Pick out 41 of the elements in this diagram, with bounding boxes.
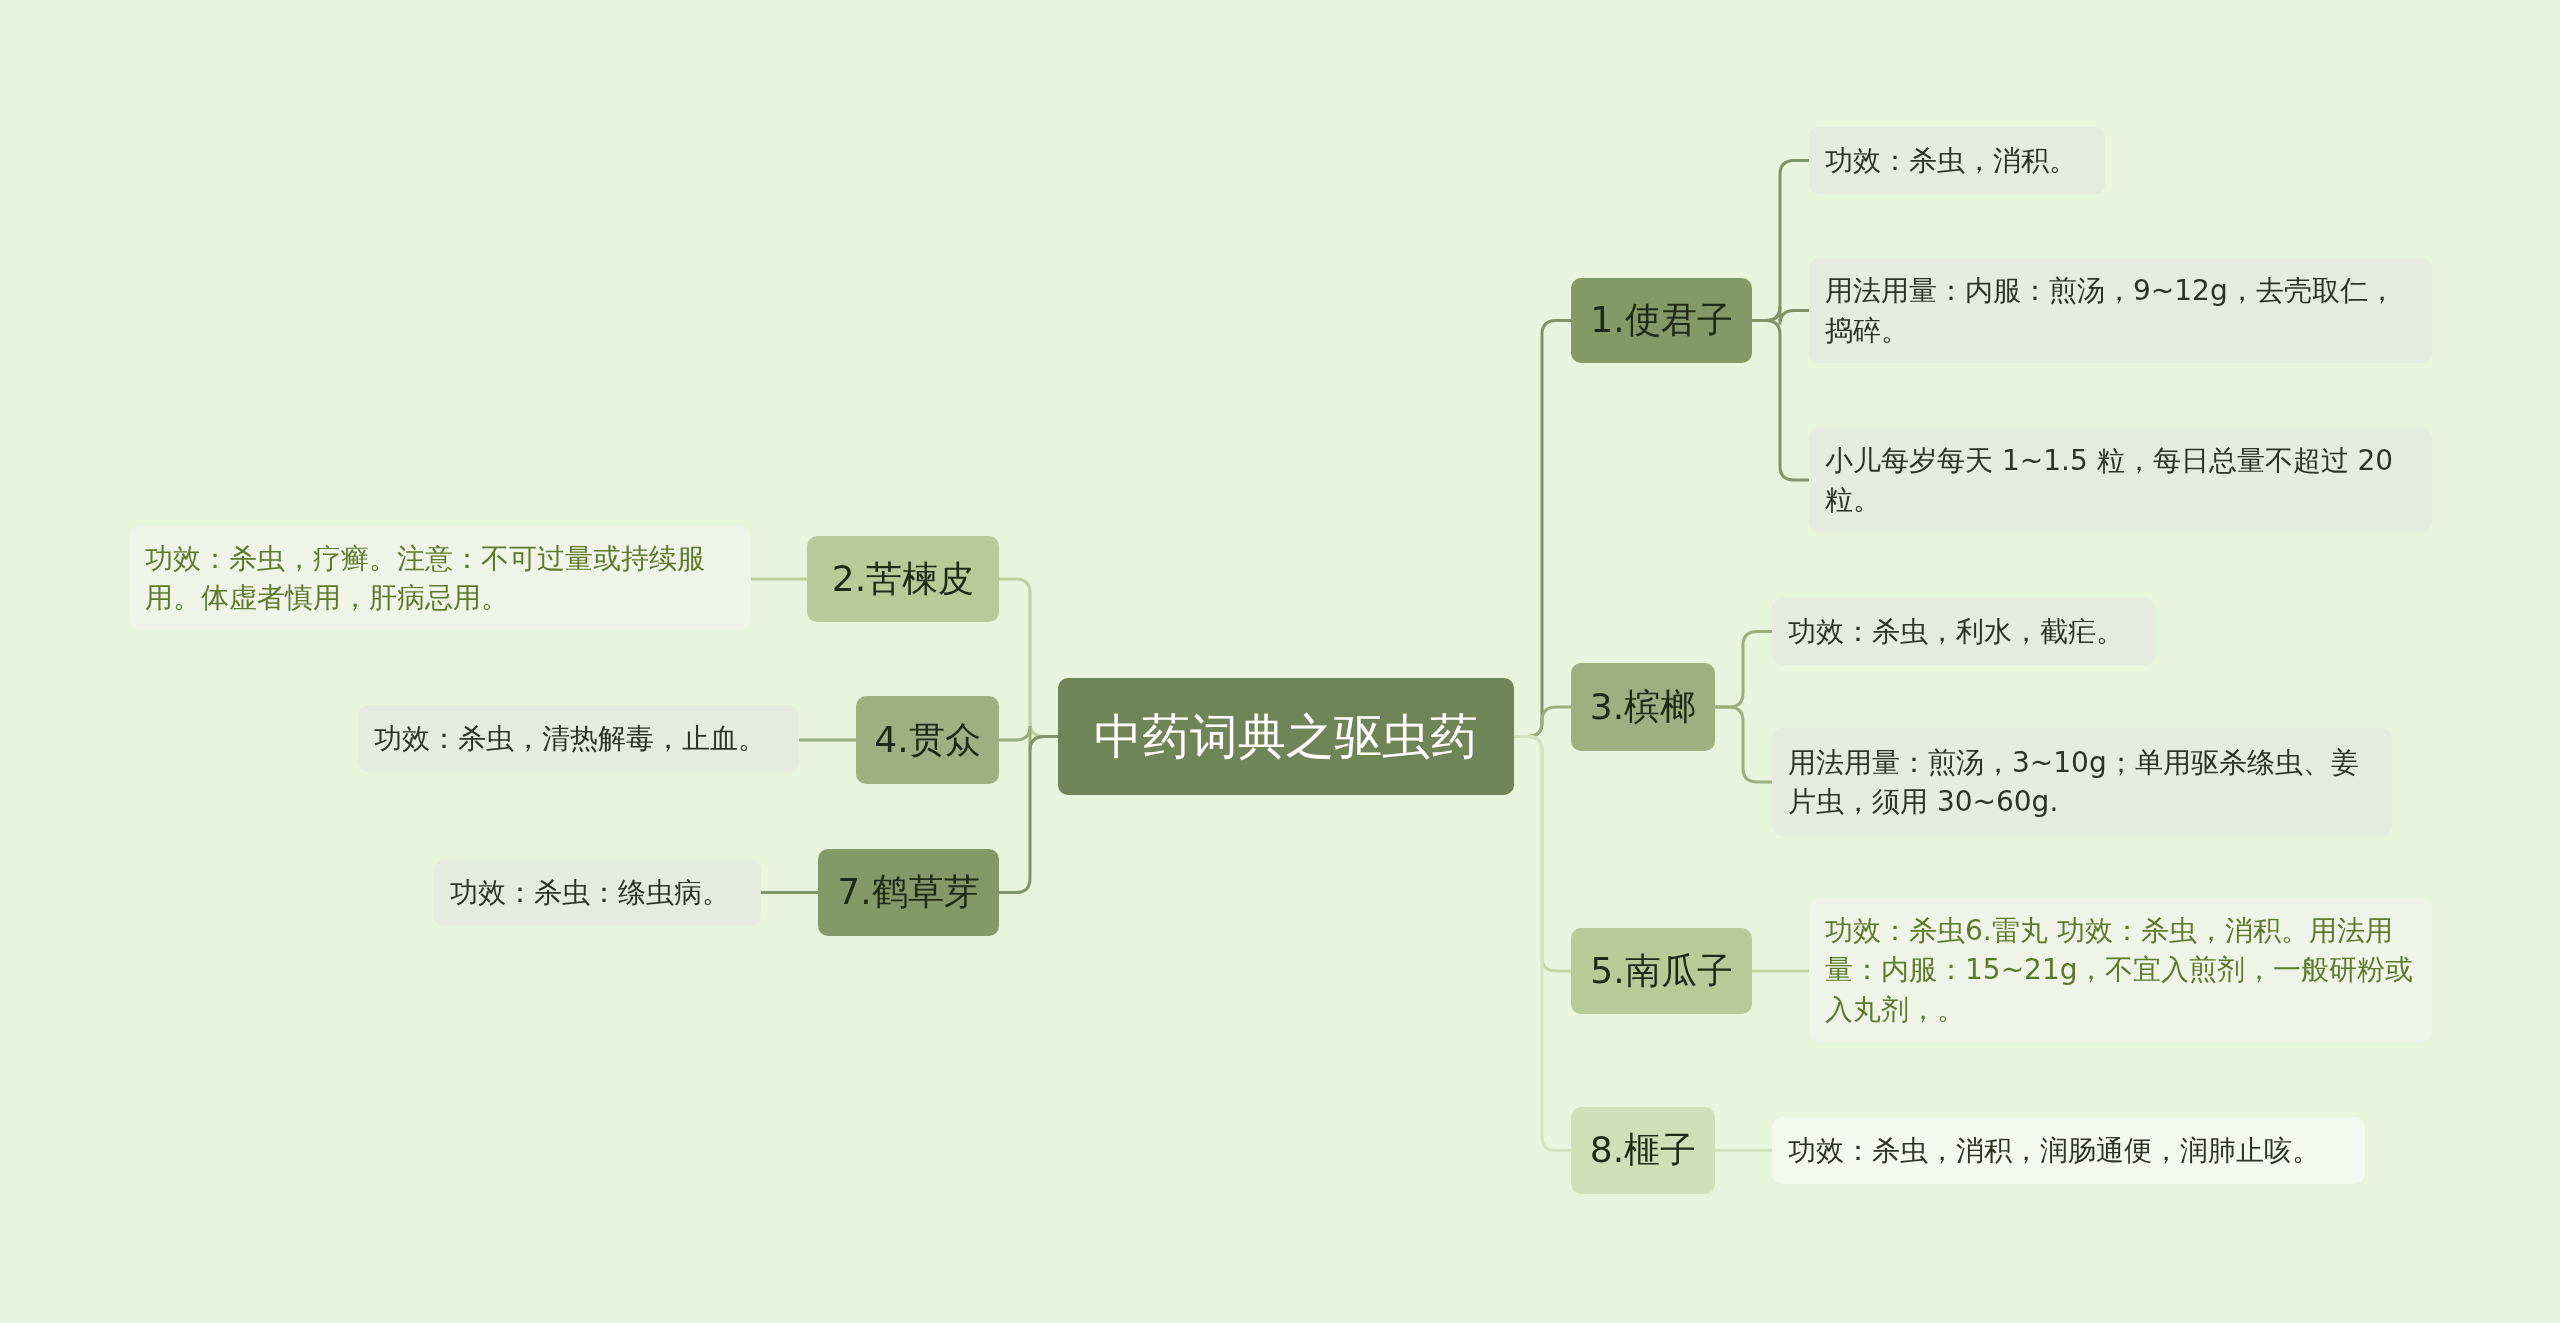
- branch-topic: [1571, 663, 1715, 751]
- connector-line: [751, 577, 807, 581]
- connector-line: [799, 738, 856, 742]
- topic-text: 1.使君子: [1590, 298, 1733, 343]
- topic-text: 功效：杀虫，利水，截疟。: [1788, 613, 2124, 650]
- topic-text: 功效：杀虫6.雷丸 功效：杀虫，消积。用法用量：内服：15~21g，不宜入煎剂，一般研粉或入丸剂，。: [1825, 913, 2415, 1028]
- topic-text: 功效：杀虫，消积。: [1825, 142, 2077, 179]
- connector-line: [1514, 735, 1571, 1152]
- branch-topic: [1571, 278, 1752, 363]
- branch-topic: [818, 849, 999, 936]
- topic-text: 中药词典之驱虫药: [1094, 706, 1478, 766]
- note-box: [434, 860, 761, 926]
- topic-text: 功效：杀虫，疗癣。注意：不可过量或持续服用。体虚者慎用，肝病忌用。: [145, 540, 706, 616]
- branch-topic: [807, 536, 999, 622]
- note-box: [358, 705, 799, 772]
- topic-text: 3.槟榔: [1589, 684, 1697, 729]
- note-box: [1772, 728, 2392, 836]
- note-box: [129, 526, 751, 630]
- note-box: [1809, 127, 2105, 194]
- topic-text: 用法用量：内服：煎汤，9~12g，去壳取仁，捣碎。: [1825, 273, 2397, 349]
- note-box: [1772, 598, 2156, 665]
- branch-topic: [856, 696, 999, 784]
- note-box: [1809, 428, 2432, 532]
- note-box: [1809, 258, 2432, 363]
- branch-topic: [1571, 1107, 1715, 1194]
- topic-text: 小儿每岁每天 1~1.5 粒，每日总量不超过 20 粒。: [1825, 442, 2395, 518]
- branch-topic: [1571, 928, 1752, 1014]
- topic-text: 7.鹤草芽: [837, 870, 980, 915]
- topic-text: 用法用量：煎汤，3~10g；单用驱杀绦虫、姜片虫，须用 30~60g.: [1788, 744, 2360, 820]
- connector-line: [1752, 969, 1809, 973]
- note-box: [1772, 1117, 2365, 1184]
- connector-line: [761, 891, 818, 894]
- root-topic: [1058, 678, 1514, 795]
- note-box: [1809, 898, 2432, 1042]
- topic-text: 2.苦楝皮: [831, 556, 975, 601]
- topic-text: 5.南瓜子: [1590, 948, 1733, 993]
- topic-text: 功效：杀虫：绦虫病。: [450, 875, 730, 912]
- topic-text: 功效：杀虫，清热解毒，止血。: [374, 720, 766, 757]
- topic-text: 4.贯众: [874, 717, 981, 762]
- topic-text: 8.榧子: [1589, 1128, 1697, 1173]
- topic-text: 功效：杀虫，消积，润肠通便，润肺止咳。: [1788, 1132, 2320, 1169]
